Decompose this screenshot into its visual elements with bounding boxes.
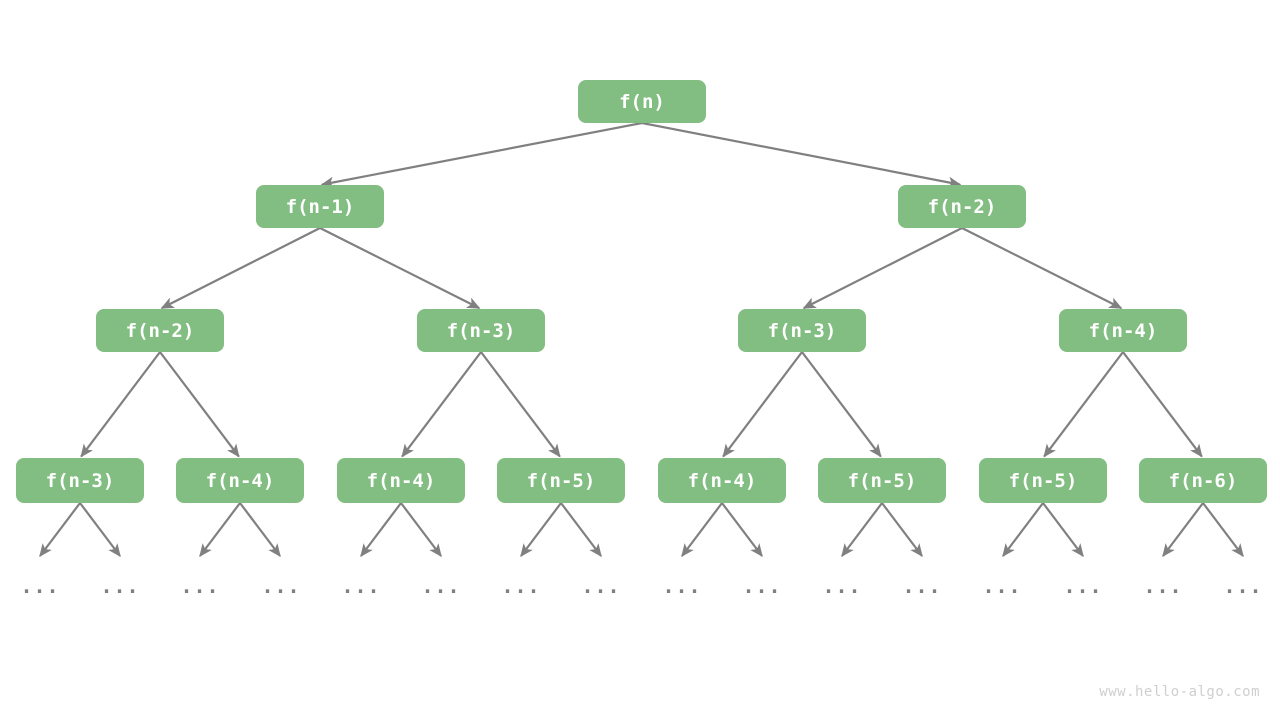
ellipsis-marker: ... (1223, 574, 1263, 598)
tree-edge (160, 227, 321, 310)
tree-edge (961, 227, 1123, 310)
ellipsis-marker: ... (341, 574, 381, 598)
leaf-edge (841, 502, 883, 558)
ellipsis-marker: ... (822, 574, 862, 598)
leaf-edge (1042, 502, 1084, 558)
tree-node: f(n-6) (1139, 458, 1267, 503)
leaf-edge (721, 502, 763, 558)
tree-node: f(n-3) (16, 458, 144, 503)
tree-edge (480, 351, 561, 458)
ellipsis-marker: ... (20, 574, 60, 598)
tree-node: f(n-4) (658, 458, 786, 503)
ellipsis-marker: ... (1063, 574, 1103, 598)
tree-edge (801, 351, 882, 458)
tree-node: f(n-5) (979, 458, 1107, 503)
ellipsis-marker: ... (742, 574, 782, 598)
ellipsis-marker: ... (180, 574, 220, 598)
ellipsis-marker: ... (662, 574, 702, 598)
tree-edge (401, 351, 482, 458)
ellipsis-marker: ... (902, 574, 942, 598)
tree-node: f(n) (578, 80, 706, 123)
leaf-edge (560, 502, 602, 558)
tree-edge (159, 351, 240, 458)
ellipsis-marker: ... (501, 574, 541, 598)
leaf-edge (681, 502, 723, 558)
tree-node: f(n-4) (176, 458, 304, 503)
tree-edge (722, 351, 803, 458)
ellipsis-marker: ... (421, 574, 461, 598)
leaf-edge (79, 502, 121, 558)
leaf-edge (881, 502, 923, 558)
tree-node: f(n-5) (818, 458, 946, 503)
ellipsis-marker: ... (100, 574, 140, 598)
tree-edge (80, 351, 161, 458)
tree-node: f(n-3) (417, 309, 545, 352)
leaf-edge (360, 502, 402, 558)
tree-node: f(n-2) (96, 309, 224, 352)
ellipsis-marker: ... (581, 574, 621, 598)
tree-edge (802, 227, 963, 310)
leaf-edge (1202, 502, 1244, 558)
leaf-edge (1162, 502, 1204, 558)
tree-node: f(n-4) (337, 458, 465, 503)
tree-node: f(n-3) (738, 309, 866, 352)
watermark: www.hello-algo.com (1099, 684, 1260, 700)
tree-edge (319, 227, 481, 310)
leaf-edge (520, 502, 562, 558)
leaf-edge (1002, 502, 1044, 558)
ellipsis-marker: ... (982, 574, 1022, 598)
tree-edge (1043, 351, 1124, 458)
leaf-edge (239, 502, 281, 558)
tree-edges (80, 121, 1203, 458)
tree-node: f(n-5) (497, 458, 625, 503)
tree-edge (1122, 351, 1203, 458)
leaf-edge (199, 502, 241, 558)
ellipsis-marker: ... (1143, 574, 1183, 598)
leaf-edge (39, 502, 81, 558)
tree-node: f(n-4) (1059, 309, 1187, 352)
tree-node: f(n-1) (256, 185, 384, 228)
leaf-edges (39, 502, 1244, 558)
tree-node: f(n-2) (898, 185, 1026, 228)
ellipsis-marker: ... (261, 574, 301, 598)
leaf-edge (400, 502, 442, 558)
tree-edge (320, 121, 643, 188)
tree-edge (641, 121, 962, 188)
